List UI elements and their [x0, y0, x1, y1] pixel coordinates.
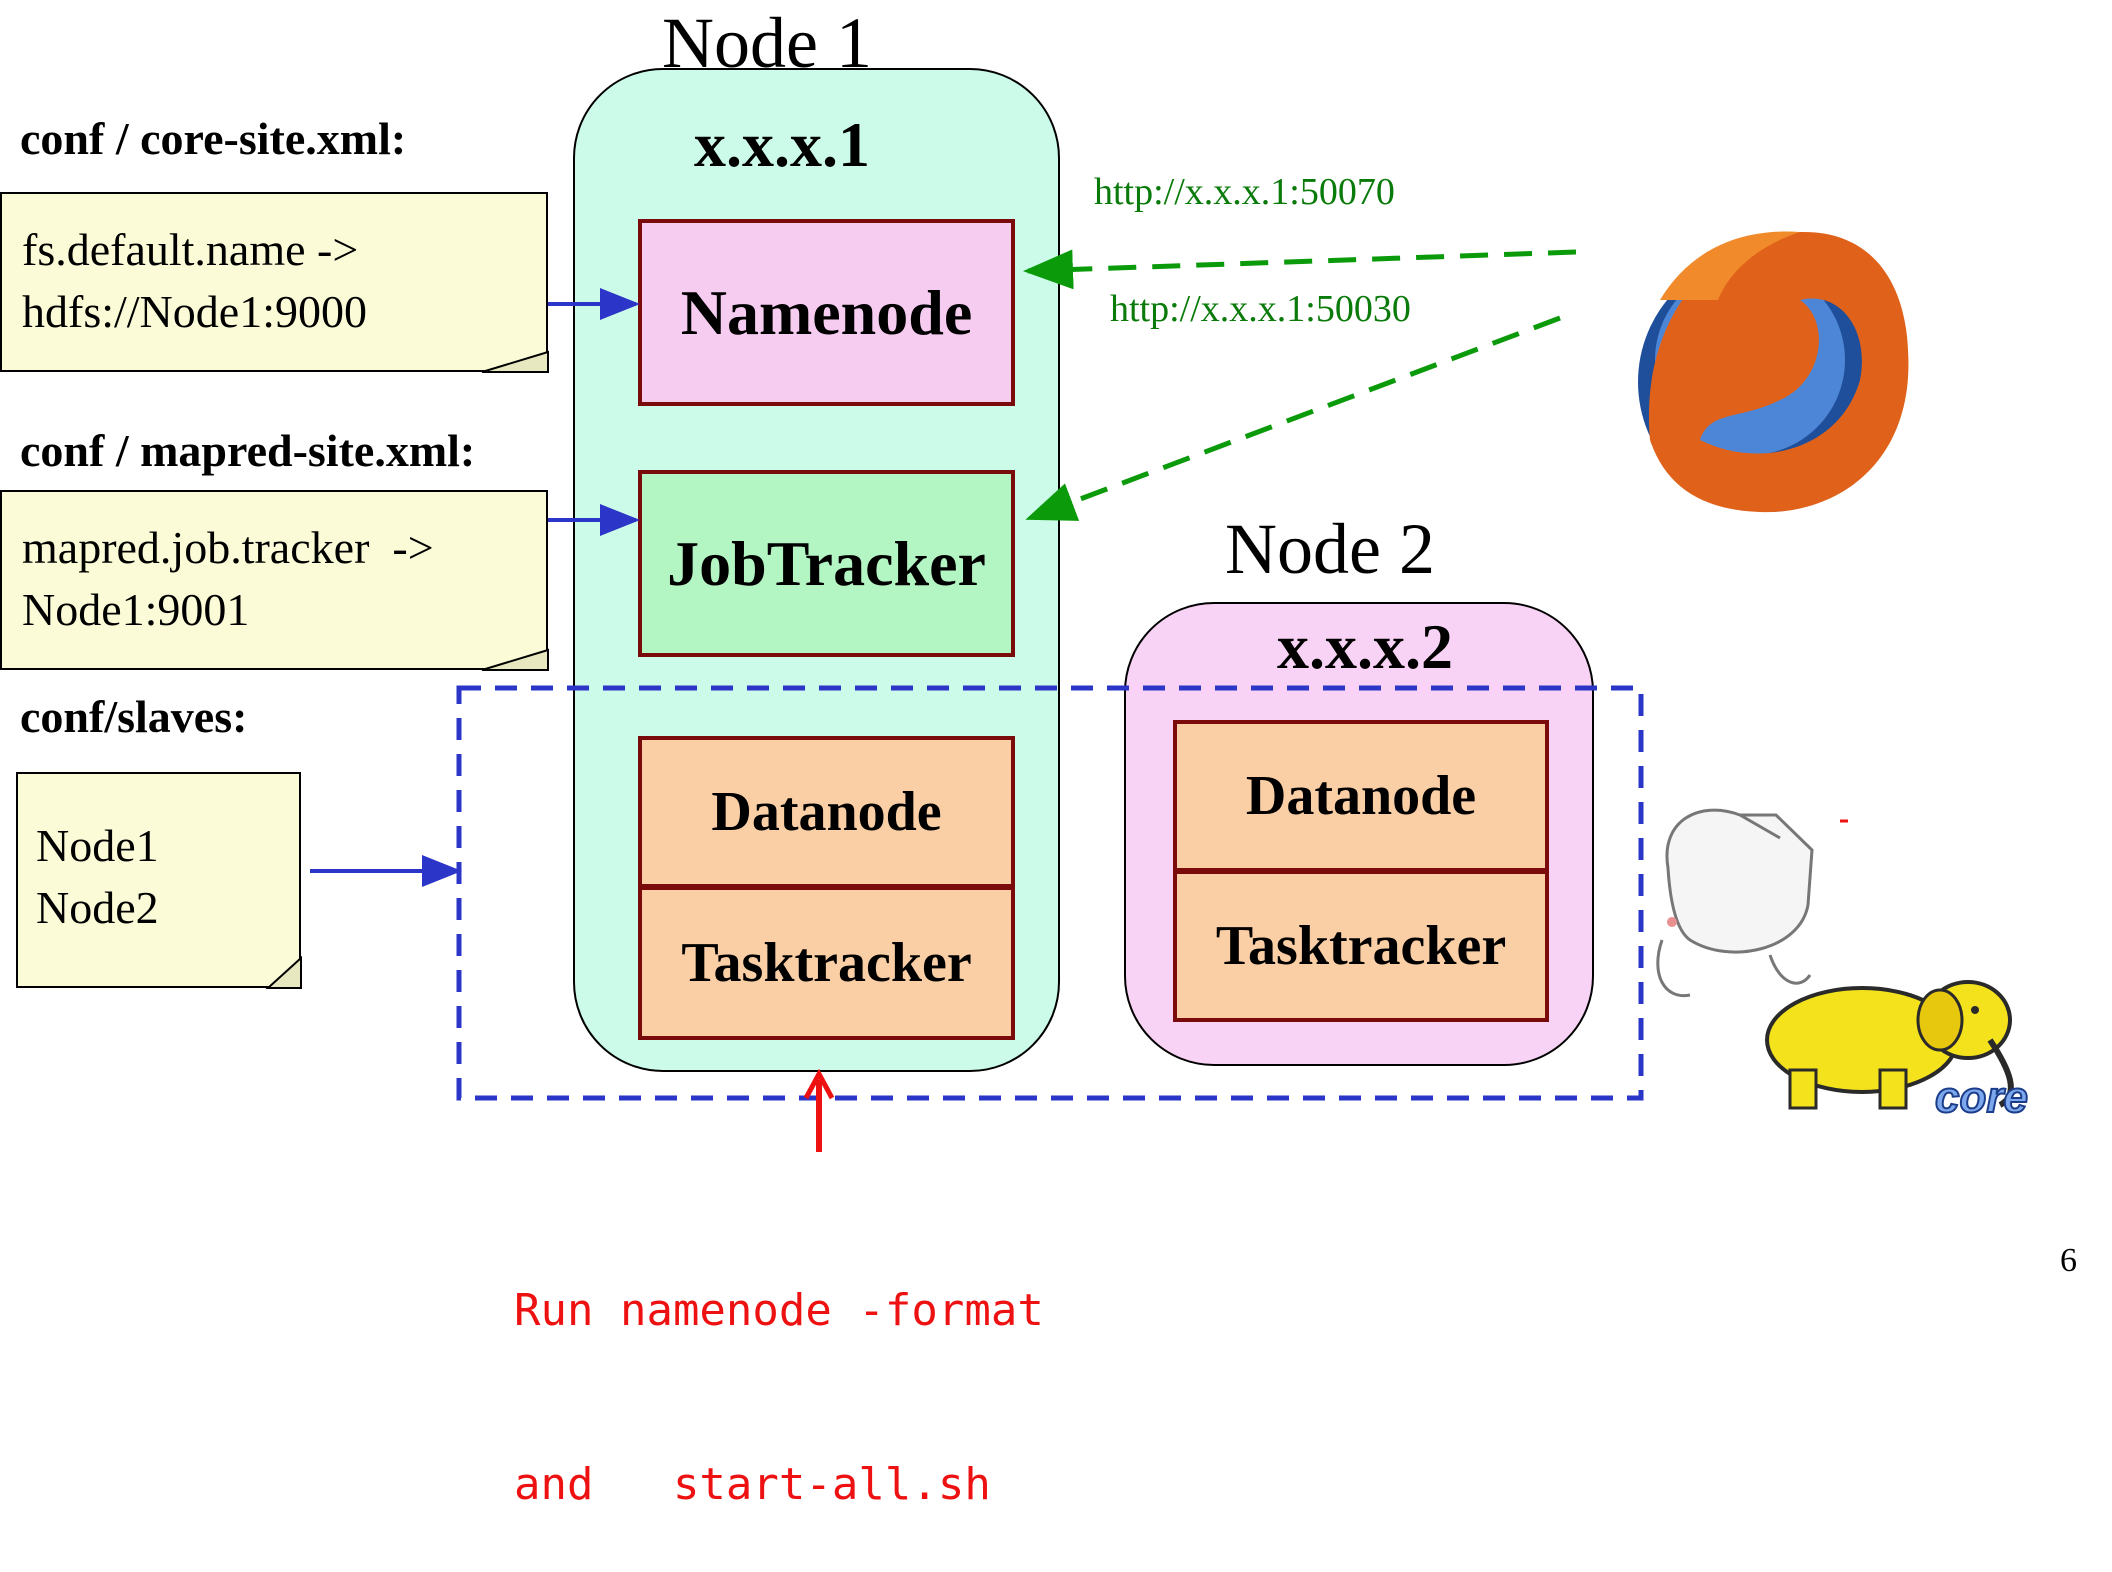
jobtracker-url: http://x.x.x.1:50030	[1110, 288, 1411, 330]
core-site-line2: hdfs://Node1:9000	[22, 286, 367, 337]
worker-group-dashed-box	[456, 685, 1644, 1101]
slaves-line1: Node1	[36, 820, 159, 871]
cat-mascot-icon	[1656, 808, 1814, 998]
node1-datanode-box: Datanode	[638, 736, 1015, 888]
mapred-site-line2: Node1:9001	[22, 584, 250, 635]
mapred-site-note: mapred.job.tracker -> Node1:9001	[0, 490, 548, 670]
namenode-url: http://x.x.x.1:50070	[1094, 171, 1395, 213]
page-number: 6	[2060, 1242, 2077, 1279]
jobtracker-box: JobTracker	[638, 470, 1015, 657]
node2-tasktracker-box: Tasktracker	[1173, 870, 1549, 1022]
slaves-note-fold	[265, 955, 302, 989]
command-line2: and start-all.sh	[514, 1459, 991, 1510]
namenode-box: Namenode	[638, 219, 1015, 406]
core-site-line1: fs.default.name ->	[22, 224, 359, 275]
node1-tasktracker-box: Tasktracker	[638, 886, 1015, 1040]
node1-ip: x.x.x.1	[694, 109, 870, 180]
mapred-site-note-fold	[481, 648, 549, 671]
browser-to-namenode-arrow	[1023, 249, 1577, 290]
node2-datanode-box: Datanode	[1173, 720, 1549, 872]
slaves-note: Node1 Node2	[16, 772, 301, 988]
mapred-site-line1: mapred.job.tracker ->	[22, 522, 434, 573]
browser-to-jobtracker-arrow	[1025, 315, 1561, 521]
slaves-label: conf/slaves:	[20, 691, 248, 742]
core-site-label: conf / core-site.xml:	[20, 113, 407, 164]
hadoop-elephant-logo-icon: core	[1765, 980, 2029, 1123]
firefox-logo-icon	[1596, 210, 1972, 555]
core-site-note: fs.default.name -> hdfs://Node1:9000	[0, 192, 548, 372]
node2-title: Node 2	[1225, 509, 1435, 589]
logo-core-text: core	[1935, 1073, 2028, 1122]
run-command-arrow	[803, 1068, 835, 1152]
node2-ip: x.x.x.2	[1277, 611, 1453, 682]
command-line1: Run namenode -format	[514, 1285, 1044, 1336]
slaves-line2: Node2	[36, 882, 159, 933]
core-site-note-fold	[481, 350, 549, 373]
mapred-site-label: conf / mapred-site.xml:	[20, 425, 476, 476]
diagram-overlay: core	[265, 210, 2029, 1152]
